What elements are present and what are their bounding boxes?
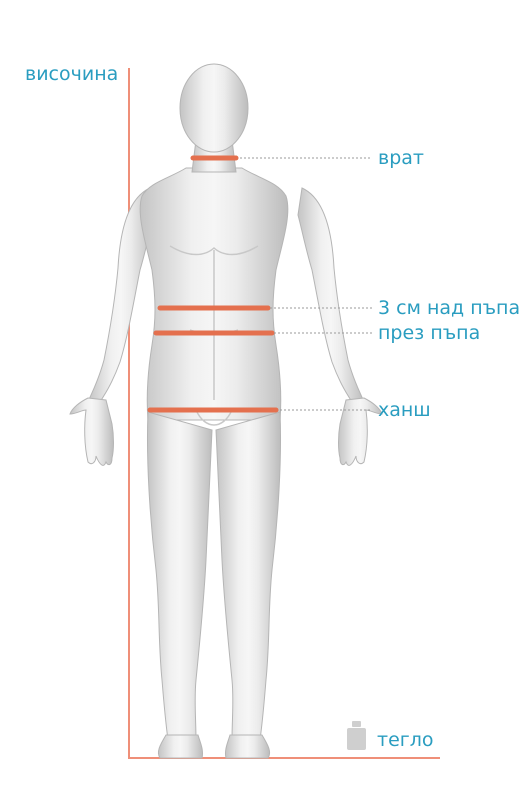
through-navel-label: през пъпа bbox=[378, 322, 481, 344]
above-navel-label: 3 см над пъпа bbox=[378, 297, 521, 319]
weight-icon bbox=[347, 721, 366, 750]
leader-lines bbox=[240, 157, 372, 411]
height-label: височина bbox=[25, 63, 119, 85]
hips-label: ханш bbox=[378, 399, 431, 421]
neck-label: врат bbox=[378, 147, 424, 169]
weight-label: тегло bbox=[377, 729, 434, 751]
